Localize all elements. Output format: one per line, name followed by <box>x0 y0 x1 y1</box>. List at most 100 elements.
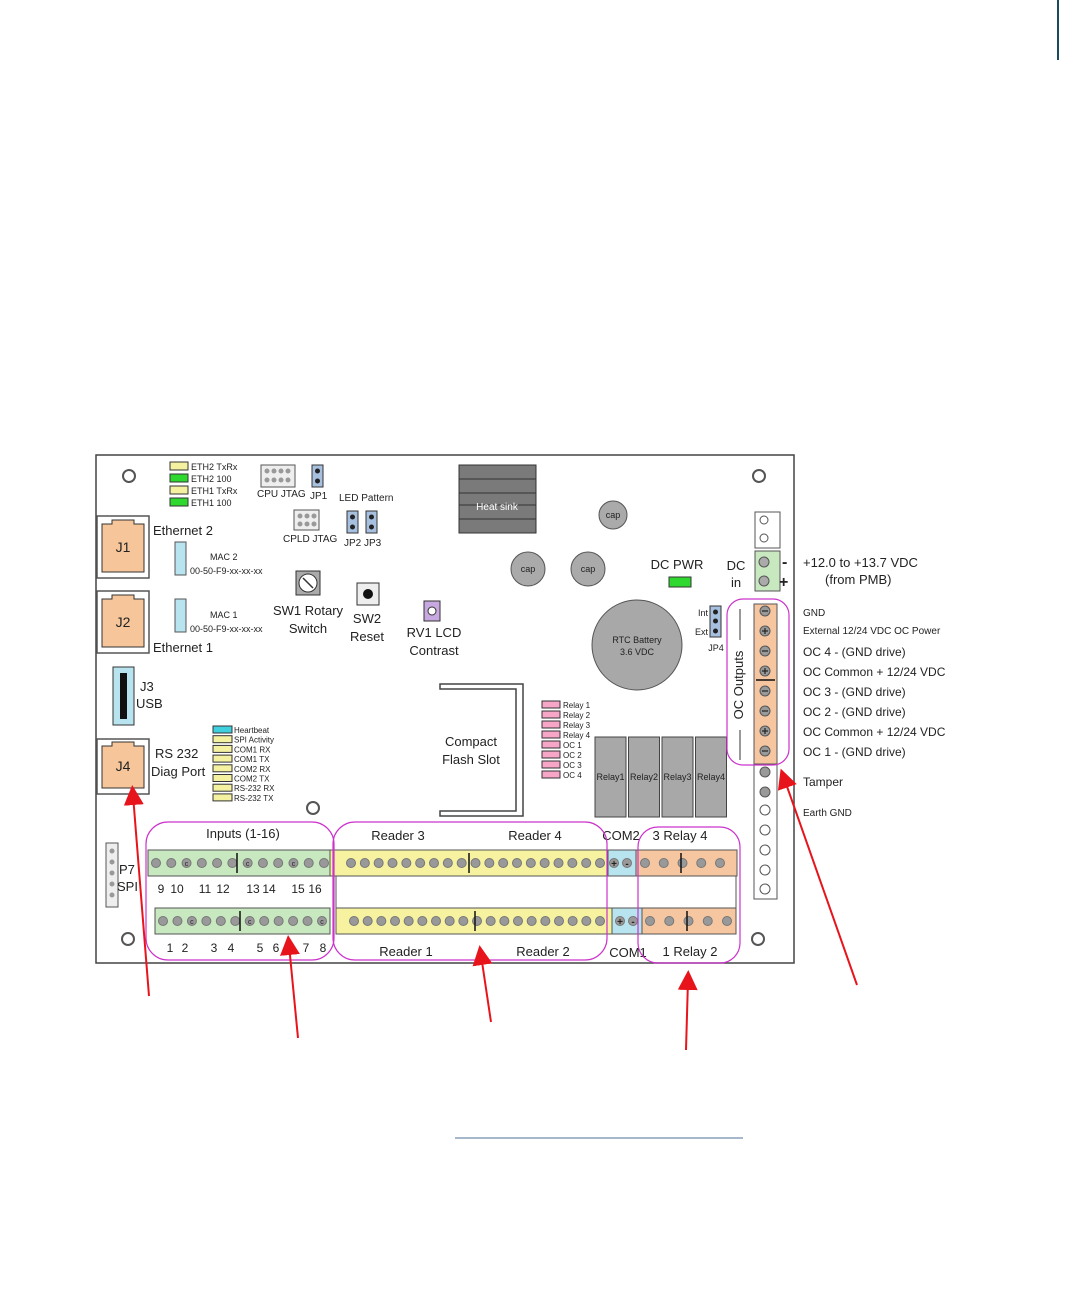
relay-led-label: OC 4 <box>563 771 582 780</box>
status-led-label: Heartbeat <box>234 726 270 735</box>
p7-spi-header <box>105 842 119 908</box>
terminal-pin <box>172 916 183 926</box>
svg-text:J2: J2 <box>116 614 131 630</box>
compact-flash-label-line2: Flash Slot <box>442 752 500 767</box>
terminal-pin-c-mark: c <box>320 919 324 926</box>
relay-block-label: Relay2 <box>630 772 658 782</box>
sw2-reset-button <box>356 582 380 606</box>
relay-block-label: Relay1 <box>596 772 624 782</box>
terminal-pin-c-mark: c <box>190 919 194 926</box>
capacitor: cap <box>598 500 628 530</box>
terminal-pin-c-mark: c <box>185 861 189 868</box>
mounting-hole <box>122 469 136 483</box>
eth-led-label: ETH2 TxRx <box>191 462 238 472</box>
terminal-pin <box>181 858 192 868</box>
status-led-label: RS-232 RX <box>234 784 275 793</box>
terminal-function-label: OC 2 - (GND drive) <box>803 705 906 719</box>
rs232-label-line1: RS 232 <box>155 746 198 761</box>
com2-label: COM2 <box>602 828 640 843</box>
spi-label: SPI <box>117 879 138 894</box>
terminal-function-label: Tamper <box>803 775 843 789</box>
com1-label: COM1 <box>609 945 647 960</box>
terminal-pin <box>722 916 732 926</box>
terminal-pin <box>539 858 550 868</box>
jp2-label: JP2 <box>344 538 362 549</box>
j2-ethernet-jack: J2 <box>96 590 150 654</box>
cpld-jtag-header <box>293 509 320 531</box>
terminal-pin-c-mark: c <box>248 919 252 926</box>
terminal-pin <box>415 858 426 868</box>
terminal-function-label: Earth GND <box>803 808 852 819</box>
terminal-pin <box>158 916 168 926</box>
reader1-label: Reader 1 <box>379 944 432 959</box>
terminal-pin <box>288 858 299 868</box>
terminal-function-label: GND <box>803 608 825 619</box>
mounting-holes <box>121 469 766 946</box>
sw1-label-line1: SW1 Rotary <box>273 603 344 618</box>
mac1-address: 00-50-F9-xx-xx-xx <box>190 624 263 634</box>
terminal-highlights <box>145 821 741 964</box>
terminal-pin <box>359 858 370 868</box>
com2-pin <box>609 858 619 868</box>
reader4-label: Reader 4 <box>508 828 561 843</box>
mounting-hole <box>751 932 765 946</box>
dc-plus-sign: + <box>779 574 788 591</box>
relay-block <box>695 736 727 818</box>
terminal-pin <box>553 858 564 868</box>
status-led <box>212 754 233 763</box>
eth-led <box>169 473 189 483</box>
eth-led <box>169 497 189 507</box>
terminal-pin <box>645 916 655 926</box>
terminal-pin <box>595 916 605 926</box>
terminal-pin <box>373 858 384 868</box>
terminal-pin <box>525 858 536 868</box>
oc-outputs-highlight <box>726 598 790 766</box>
sw2-label-line2: Reset <box>350 629 384 644</box>
terminal-pin <box>230 916 241 926</box>
input-number: 6 <box>273 941 280 955</box>
arrow-relays <box>677 970 698 1051</box>
rv1-potentiometer <box>423 600 441 622</box>
jp4-int-label: Int <box>698 608 709 618</box>
dc-in-connector <box>754 511 781 592</box>
tamper-pin <box>759 883 771 895</box>
input-number: 7 <box>303 941 310 955</box>
status-led-label: RS-232 TX <box>234 794 274 803</box>
eth-led-label: ETH2 100 <box>191 474 232 484</box>
relay-led-label: OC 2 <box>563 751 582 760</box>
svg-text:J4: J4 <box>116 758 131 774</box>
terminal-pin <box>346 858 356 868</box>
p7-label: P7 <box>119 862 135 877</box>
input-number: 2 <box>182 941 189 955</box>
terminal-pin <box>273 916 284 926</box>
oc-outputs-terminal <box>753 603 778 900</box>
jp2-jumper <box>346 510 359 534</box>
terminal-pin <box>362 916 373 926</box>
input-number: 5 <box>257 941 264 955</box>
terminal-pin <box>513 916 523 926</box>
rs232-label-line2: Diag Port <box>151 764 206 779</box>
terminal-pin <box>640 858 650 868</box>
status-led-label: COM1 TX <box>234 755 270 764</box>
jp4-jumper <box>709 605 722 638</box>
com1-pin-sign: + <box>617 917 623 928</box>
callout-arrows <box>123 768 858 1051</box>
com1-pin <box>615 916 625 926</box>
terminal-pin <box>349 916 359 926</box>
jp3-label: JP3 <box>364 538 382 549</box>
terminal-pin <box>499 916 510 926</box>
cpld-jtag-label: CPLD JTAG <box>283 534 337 545</box>
terminal-pin <box>390 916 400 926</box>
terminal-pin <box>215 916 226 926</box>
terminal-pin <box>696 858 707 868</box>
relay-led-label: Relay 3 <box>563 721 591 730</box>
eth-led <box>169 461 189 471</box>
relay-led <box>541 740 561 749</box>
input-number: 13 <box>246 882 260 896</box>
terminal-pin <box>151 858 161 868</box>
terminal-pin <box>317 916 327 926</box>
heat-sink <box>458 464 537 534</box>
